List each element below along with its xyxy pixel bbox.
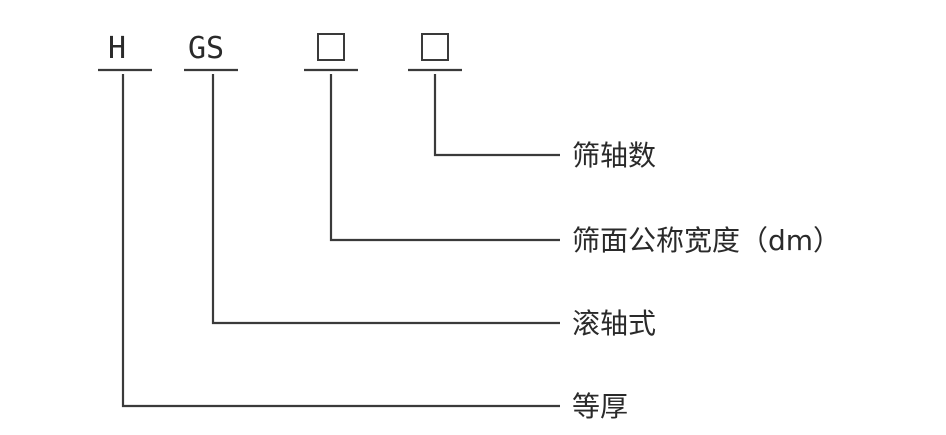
code-part-h: H [108, 31, 126, 66]
label-roller-type: 滚轴式 [572, 307, 656, 340]
code-part-width-placeholder [317, 33, 345, 61]
label-equal-thickness: 等厚 [572, 390, 628, 423]
leader-equal-thickness [121, 74, 560, 408]
width-placeholder-box [317, 33, 345, 61]
shaft-placeholder-box [421, 33, 449, 61]
label-shaft-count: 筛轴数 [572, 139, 656, 172]
code-part-shaft-placeholder [421, 33, 449, 61]
label-screen-width: 筛面公称宽度（dm） [572, 224, 841, 257]
leader-screen-width [329, 74, 560, 242]
leader-roller-type [211, 74, 560, 325]
code-part-gs: GS [188, 31, 224, 66]
leader-shaft-count [433, 74, 560, 157]
